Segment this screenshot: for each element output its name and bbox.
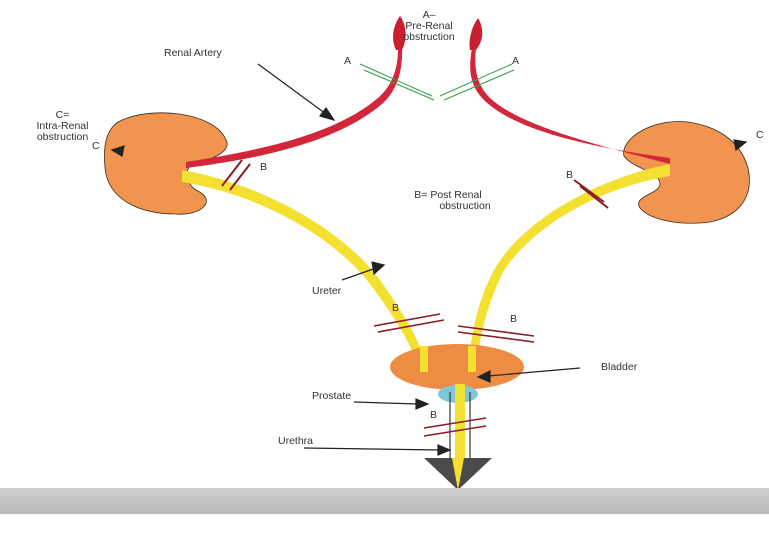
c-left-label: C [92, 141, 100, 152]
pre-renal-label: A– Pre-Renal obstruction [384, 10, 474, 43]
bladder-label: Bladder [601, 362, 637, 373]
ureter-label: Ureter [312, 286, 341, 297]
b-ureter-left-label: B [392, 303, 399, 314]
prostate-label: Prostate [312, 391, 351, 402]
post-renal-marks-lower-right [458, 326, 534, 342]
post-renal-label: B= Post Renal obstruction [378, 190, 518, 212]
intra-renal-label: C= Intra-Renal obstruction [10, 110, 115, 143]
pre-renal-line2: obstruction [384, 32, 474, 43]
c-right-label: C [756, 130, 764, 141]
bladder [390, 344, 524, 390]
ureter-inlet-left [420, 346, 428, 372]
post-renal-line2: obstruction [378, 201, 518, 212]
b-right-label: B [566, 170, 573, 181]
b-urethra-label: B [430, 410, 437, 421]
a-left-label: A [344, 56, 351, 67]
b-ureter-right-label: B [510, 314, 517, 325]
b-left-label: B [260, 162, 267, 173]
a-right-label: A [512, 56, 519, 67]
bottom-whitespace [0, 514, 769, 559]
urethra-label: Urethra [278, 436, 313, 447]
ureter-inlet-right [468, 346, 476, 372]
floor-shadow [0, 488, 769, 514]
renal-artery-label: Renal Artery [164, 48, 222, 59]
